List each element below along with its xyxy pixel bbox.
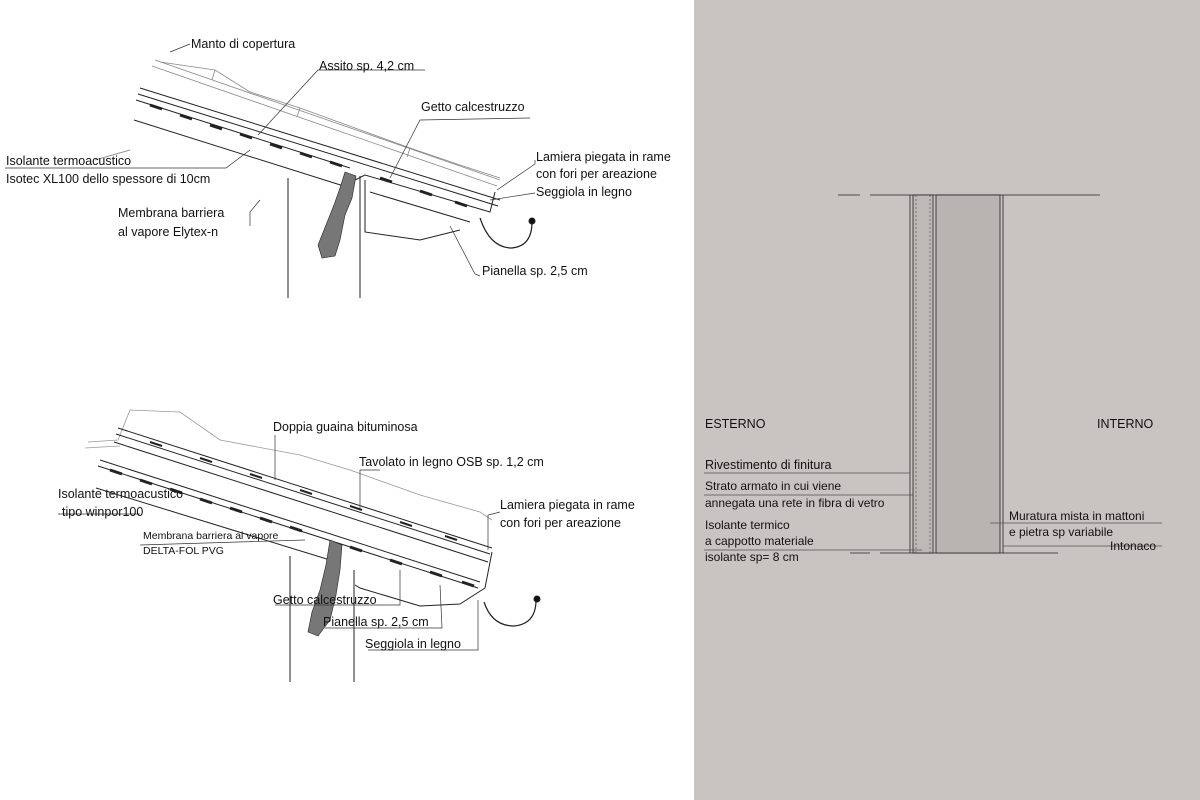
top-concrete-pour [317, 171, 357, 259]
label-isolante-termico-line1: Isolante termico [705, 518, 790, 532]
label-lamiera-line1-top: Lamiera piegata in rame [536, 150, 671, 164]
label-seggiola-bottom: Seggiola in legno [365, 637, 461, 651]
label-seggiola-top: Seggiola in legno [536, 185, 632, 199]
label-tavolato-osb: Tavolato in legno OSB sp. 1,2 cm [359, 455, 544, 469]
label-isolante-termico-line3: isolante sp= 8 cm [705, 550, 799, 564]
label-isolante-line2-bottom: tipo winpor100 [62, 505, 143, 519]
label-membrana-line1-top: Membrana barriera [118, 206, 224, 220]
label-rivestimento: Rivestimento di finitura [705, 458, 831, 472]
label-lamiera-line1-bottom: Lamiera piegata in rame [500, 498, 635, 512]
label-getto-calcestruzzo-bottom: Getto calcestruzzo [273, 593, 377, 607]
label-membrana-line2-top: al vapore Elytex-n [118, 225, 218, 239]
label-membrana-line2-bottom: DELTA-FOL PVG [143, 545, 224, 557]
label-interno: INTERNO [1097, 417, 1154, 431]
left-drawing-panel [0, 0, 694, 800]
label-getto-calcestruzzo-top: Getto calcestruzzo [421, 100, 525, 114]
label-lamiera-line2-bottom: con fori per areazione [500, 516, 621, 530]
label-lamiera-line2-top: con fori per areazione [536, 167, 657, 181]
bottom-leader-lines [58, 435, 501, 651]
top-roof-tiles [151, 59, 501, 187]
label-manto-di-copertura: Manto di copertura [191, 37, 295, 51]
label-strato-armato-line2: annegata una rete in fibra di vetro [705, 496, 885, 510]
label-isolante-line1-top: Isolante termoacustico [6, 154, 131, 168]
wall-masonry [935, 194, 1001, 554]
bottom-concrete-pour [307, 539, 343, 637]
bottom-roof-tiles [84, 409, 493, 521]
label-pianella-bottom: Pianella sp. 2,5 cm [323, 615, 429, 629]
label-muratura-line2: e pietra sp variabile [1009, 525, 1113, 539]
label-pianella-top: Pianella sp. 2,5 cm [482, 264, 588, 278]
label-assito: Assito sp. 4,2 cm [319, 59, 414, 73]
label-isolante-line1-bottom: Isolante termoacustico [58, 487, 183, 501]
bottom-insulation-hatch [109, 468, 475, 588]
bottom-roof-detail: Doppia guaina bituminosa Tavolato in leg… [58, 409, 635, 682]
label-doppia-guaina: Doppia guaina bituminosa [273, 420, 418, 434]
label-isolante-termico-line2: a cappotto materiale [705, 534, 814, 548]
bottom-tavolato-hatch [149, 441, 458, 541]
label-membrana-line1-bottom: Membrana barriera al vapore [143, 530, 279, 542]
label-intonaco: Intonaco [1110, 539, 1156, 553]
wall-section: ESTERNO INTERNO Rivestimento di finitura… [704, 194, 1162, 564]
label-isolante-line2-top: Isotec XL100 dello spessore di 10cm [6, 172, 210, 186]
label-muratura-line1: Muratura mista in mattoni [1009, 509, 1144, 523]
top-leader-lines [5, 43, 536, 277]
top-roof-detail: Manto di copertura Assito sp. 4,2 cm Get… [5, 37, 671, 298]
label-strato-armato-line1: Strato armato in cui viene [705, 479, 841, 493]
label-esterno: ESTERNO [705, 417, 766, 431]
wall-insulation-layer [912, 194, 934, 554]
